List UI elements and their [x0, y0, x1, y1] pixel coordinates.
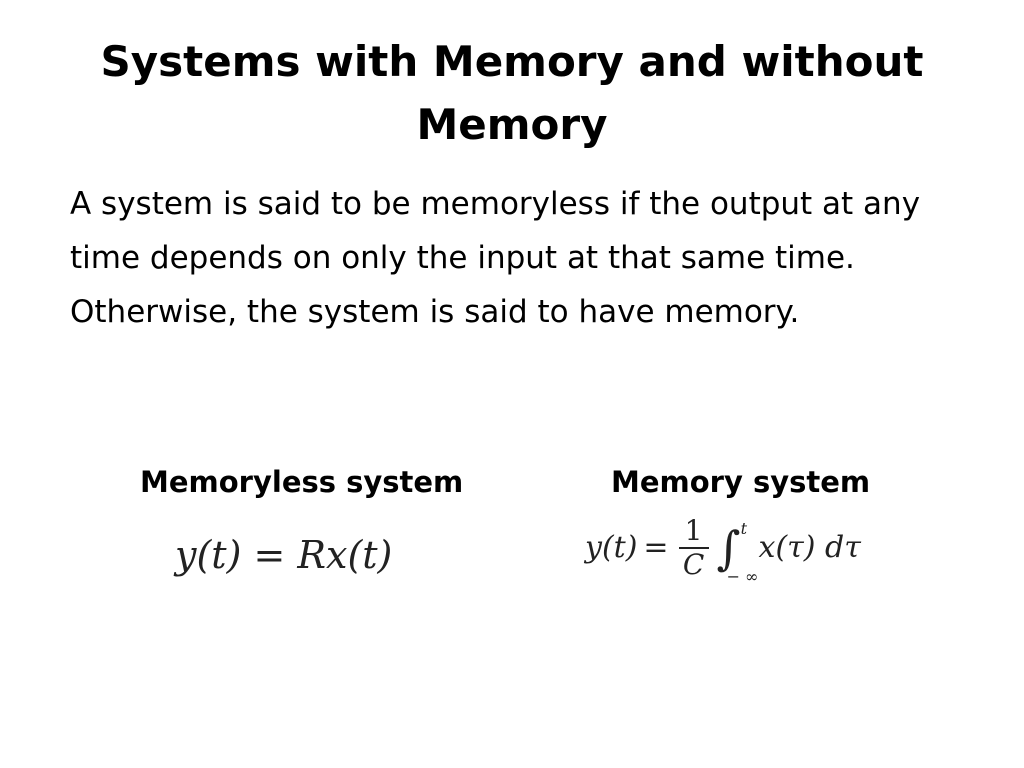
- fraction-bar: [678, 547, 709, 549]
- memory-equation: y(t) = 1 C ∫ t − ∞ x(τ) dτ: [585, 514, 861, 585]
- integral-lower-limit: − ∞: [726, 567, 759, 586]
- memoryless-label: Memoryless system: [140, 465, 464, 499]
- integral-upper-limit: t: [740, 519, 747, 538]
- fraction-denominator: C: [682, 548, 705, 581]
- memory-eq-lhs: y(t): [585, 530, 638, 565]
- memory-eq-equals: =: [643, 530, 669, 565]
- integral-sign: ∫ t − ∞: [717, 521, 759, 585]
- memory-label: Memory system: [611, 465, 871, 499]
- integral-symbol: ∫: [716, 521, 741, 575]
- slide-title: Systems with Memory and without Memory: [100, 37, 924, 149]
- memoryless-eq-equals: =: [253, 533, 286, 577]
- memoryless-eq-rhs: Rx(t): [297, 533, 393, 577]
- definition-paragraph: A system is said to be memoryless if the…: [70, 186, 921, 330]
- memory-eq-integrand: x(τ) dτ: [758, 530, 861, 565]
- fraction-numerator: 1: [684, 514, 703, 547]
- memoryless-equation: y(t) = Rx(t): [175, 530, 392, 580]
- memoryless-eq-lhs: y(t): [175, 533, 242, 577]
- memory-eq-fraction: 1 C: [678, 514, 709, 581]
